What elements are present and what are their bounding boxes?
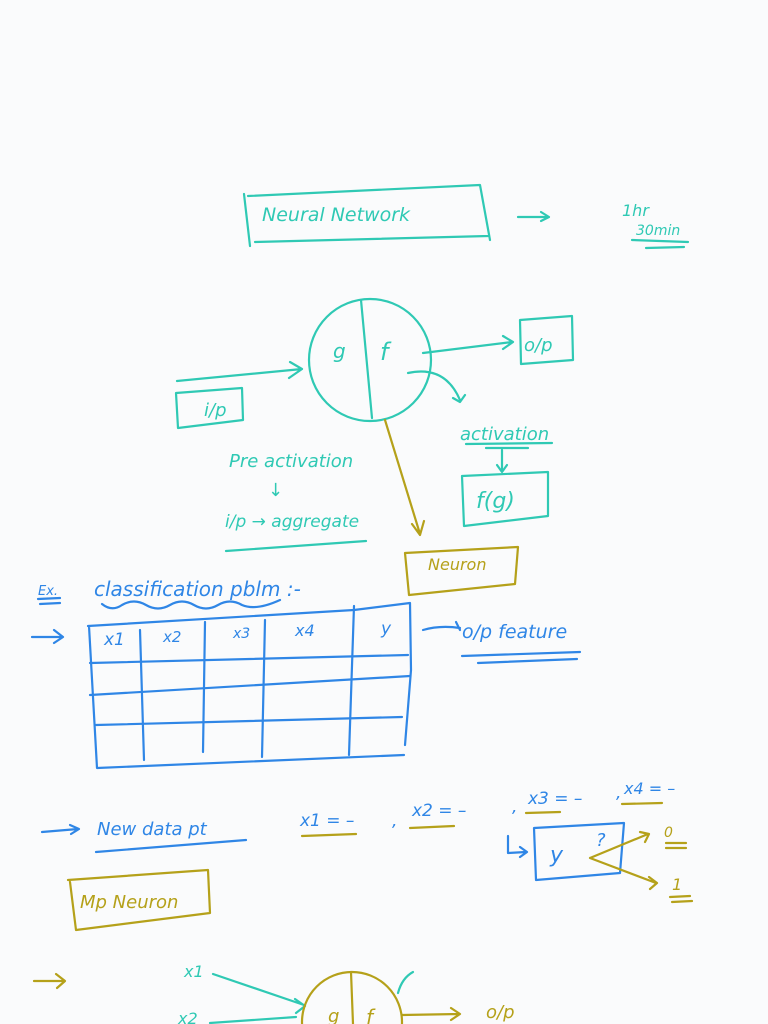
neuron-label: Neuron [428,555,486,574]
table-header-x3: x3 [232,626,250,642]
mp-output-label: o/p [486,1002,515,1023]
activation-label: activation [460,424,549,445]
new-data-x3: x3 = – [527,789,582,809]
duration-minutes: 30min [636,223,680,239]
neuron-g: g [333,339,346,363]
table-header-x2: x2 [162,628,181,646]
mp-neuron-f: f [366,1005,376,1024]
predict-arrow-icon [506,834,529,859]
activation-down-arrow-icon [495,448,509,474]
output-feature-label: o/p feature [462,621,567,643]
example-prefix: Ex. [38,584,58,599]
activation-fn-box [460,470,550,528]
title-arrow-icon [516,210,551,223]
duration-note: 1hr 30min [622,201,690,250]
input-box [174,386,245,430]
activation-fn: f(g) [476,489,515,514]
class-1-label: 1 [672,875,682,894]
example-title: classification pblm :- [94,577,301,601]
neuron-divider [359,298,374,420]
mp-neuron-label: Mp Neuron [80,892,178,913]
mp-neuron-divider [349,970,355,1024]
title-text: Neural Network [262,204,411,226]
target-label: y [549,843,564,868]
separator-2: , [512,797,517,817]
new-data-arrow-icon [40,823,81,836]
duration-hours: 1hr [622,201,650,220]
table-header-y: y [380,619,392,639]
new-data-x4: x4 = – [623,779,675,798]
mp-neuron-box [66,868,212,932]
target-unknown: ? [596,830,606,851]
table-header-x1: x1 [103,630,125,650]
output-label: o/p [524,335,553,356]
input-label: i/p [204,400,227,421]
table-header-x4: x4 [294,621,315,640]
mp-arrow-icon [32,972,67,990]
separator-1: , [392,811,397,831]
new-data-label: New data pt [97,819,208,840]
pre-activation-label: Pre activation [229,451,353,472]
new-data-x1: x1 = – [299,811,354,831]
pre-activation-arrow-icon: ↓ [268,480,283,501]
target-box [532,821,626,882]
neuron-pointer-arrow-icon [383,418,426,537]
title-box: Neural Network [242,183,492,248]
output-arrow-icon [421,334,515,355]
class-arrows-icon [588,830,659,891]
neuron-circle [307,297,433,423]
mp-neuron-g: g [328,1006,339,1024]
neuron-label-box [403,545,520,597]
mp-input-x2: x2 [177,1009,198,1024]
separator-3: , [616,783,621,803]
output-feature-arrow-icon [421,620,462,632]
aggregate-label: i/p → aggregate [225,512,359,532]
mp-input-arrows-icon [208,972,307,1024]
mp-input-x1: x1 [183,962,204,981]
mp-neuron-section: Mp Neuron x1 x2 g f o/p [32,868,515,1024]
example-section: Ex. classification pblm :- x1 x2 x3 x4 y… [30,577,582,770]
new-data-section: New data pt x1 = – , x2 = – , x3 = – , x… [40,779,694,904]
mp-output-arrow-icon [400,1006,462,1022]
example-arrow-icon [30,628,65,645]
neuron-f: f [380,338,392,366]
output-box [518,314,575,366]
neuron-diagram: g f i/p o/p activation f(g) Pre activati… [174,297,575,597]
table-header-row: x1 x2 x3 x4 y [103,619,392,650]
input-arrow-icon [175,360,304,383]
feature-table: x1 x2 x3 x4 y [86,601,413,770]
activation-curve-arrow-icon [406,370,467,404]
mp-activation-tick-icon [396,970,415,995]
new-data-x2: x2 = – [411,801,466,821]
class-0-label: 0 [664,825,673,841]
